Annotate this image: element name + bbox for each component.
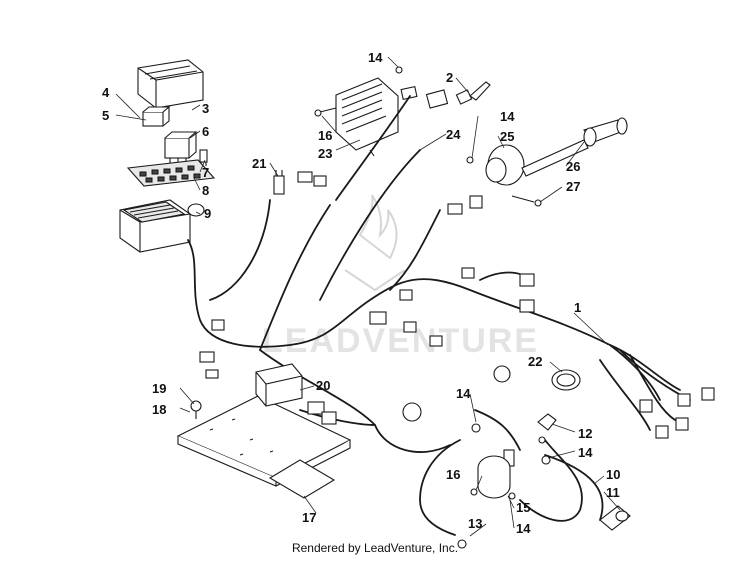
callout-13: 13 <box>468 516 482 531</box>
callout-21: 21 <box>252 156 266 171</box>
relay-block-20[interactable] <box>255 363 303 407</box>
relay-small[interactable] <box>142 106 171 127</box>
callout-23: 23 <box>318 146 332 161</box>
fuse-block[interactable] <box>119 199 191 253</box>
connector-near-21[interactable] <box>297 171 327 187</box>
retaining-ring[interactable] <box>187 203 205 217</box>
callout-4: 4 <box>102 85 110 100</box>
wire-terminal-connector[interactable] <box>469 81 491 101</box>
harness-connectors[interactable] <box>199 195 715 467</box>
callout-20: 20 <box>316 378 330 393</box>
callout-11: 11 <box>606 485 620 500</box>
leader-lines <box>115 56 621 537</box>
callout-9: 9 <box>204 206 211 221</box>
screw-27[interactable] <box>511 195 542 207</box>
push-rivet[interactable] <box>190 400 202 419</box>
callout-18: 18 <box>152 402 166 417</box>
callout-7: 7 <box>202 165 209 180</box>
callout-5: 5 <box>102 108 109 123</box>
battery-boot-11[interactable] <box>599 505 631 531</box>
callout-25: 25 <box>500 129 514 144</box>
decal-17[interactable] <box>268 459 336 499</box>
callout-26: 26 <box>566 159 580 174</box>
callout-14-mid: 14 <box>456 386 471 401</box>
power-point-26[interactable] <box>583 117 628 147</box>
callouts: 14 2 3 4 5 6 7 8 9 21 16 23 24 14 25 26 … <box>102 50 620 536</box>
fuse-box-cover[interactable] <box>137 59 204 109</box>
bolt-top[interactable] <box>395 66 403 74</box>
callout-6: 6 <box>202 124 209 139</box>
sensor-21[interactable] <box>273 170 285 195</box>
footer-credit: Rendered by LeadVenture, Inc. <box>291 541 459 555</box>
callout-12: 12 <box>578 426 592 441</box>
callout-15: 15 <box>516 500 530 515</box>
callout-17: 17 <box>302 510 316 525</box>
callout-10: 10 <box>606 467 620 482</box>
regulator-connectors[interactable] <box>400 86 473 109</box>
callout-22: 22 <box>528 354 542 369</box>
callout-24: 24 <box>446 127 461 142</box>
callout-19: 19 <box>152 381 166 396</box>
callout-16-bottom: 16 <box>446 467 460 482</box>
grommet-22[interactable] <box>551 369 581 391</box>
starter-solenoid[interactable] <box>470 455 516 500</box>
callout-3: 3 <box>202 101 209 116</box>
callout-1: 1 <box>574 300 581 315</box>
voltage-regulator[interactable] <box>314 77 399 157</box>
callout-16-top: 16 <box>318 128 332 143</box>
callout-14-switch: 14 <box>500 109 515 124</box>
ground-terminal[interactable] <box>457 423 481 549</box>
callout-2: 2 <box>446 70 453 85</box>
callout-14-top: 14 <box>368 50 383 65</box>
callout-8: 8 <box>202 183 209 198</box>
callout-14-bottom: 14 <box>516 521 531 536</box>
fuse-panel-gasket[interactable] <box>126 159 216 187</box>
callout-27: 27 <box>566 179 580 194</box>
callout-14-right: 14 <box>578 445 593 460</box>
watermark-text: LEADVENTURE <box>262 322 539 360</box>
key-switch[interactable] <box>466 139 589 186</box>
